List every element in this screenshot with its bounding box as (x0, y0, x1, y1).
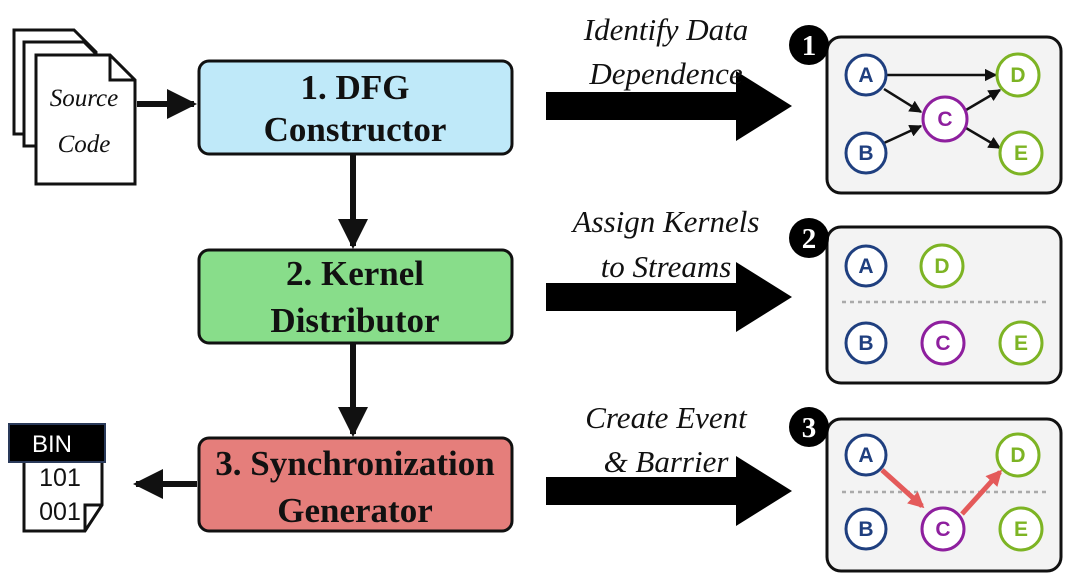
badge-2-number: 2 (802, 223, 817, 255)
step-1-line2: Constructor (264, 110, 447, 149)
panel-dfg: A B C D E (825, 35, 1063, 195)
step-2-line1: 2. Kernel (286, 254, 424, 293)
node-b-label: B (858, 332, 873, 355)
step-box-2 (197, 248, 514, 345)
node-b-label: B (858, 142, 873, 165)
node-c-label: C (935, 518, 950, 541)
badge-2: 2 (789, 218, 829, 258)
step-box-1 (197, 59, 514, 156)
node-d (995, 432, 1041, 478)
source-doc-line2: Code (58, 131, 111, 158)
bin-label: BIN (32, 431, 72, 458)
badge-3: 3 (789, 407, 829, 447)
node-b (844, 507, 888, 551)
step-2-line2: Distributor (270, 301, 439, 340)
node-b (844, 321, 888, 365)
node-d-label: D (1010, 444, 1025, 467)
node-a-label: A (858, 444, 873, 467)
caption-2-line1: Assign Kernels (571, 204, 760, 239)
bin-line2: 001 (39, 498, 81, 526)
node-c (921, 95, 969, 143)
edge-b-c (883, 124, 923, 145)
sync-arrow-a-c (880, 468, 925, 509)
node-c (920, 506, 966, 552)
node-e-label: E (1014, 518, 1028, 541)
edge-a-c (883, 87, 923, 114)
step-kernel-distributor: 2. Kernel Distributor (197, 248, 514, 345)
caption-2-line2: to Streams (601, 249, 732, 284)
node-b (844, 131, 888, 175)
badge-1: 1 (789, 25, 829, 65)
node-a-label: A (858, 64, 873, 87)
node-a (844, 244, 888, 288)
node-a-label: A (858, 255, 873, 278)
edge-c-e (965, 126, 1002, 150)
node-e (998, 506, 1044, 552)
node-a (844, 53, 888, 97)
binary-document: BIN 101 001 (8, 423, 106, 533)
node-e (998, 320, 1044, 366)
panel-sync: A D B C E (825, 417, 1063, 573)
badge-3-number: 3 (802, 412, 817, 444)
node-d-label: D (934, 255, 949, 278)
big-arrow-3 (546, 456, 792, 526)
badge-1-number: 1 (802, 30, 817, 62)
sync-arrow-c-d (960, 469, 1003, 516)
step-dfg-constructor: 1. DFG Constructor (197, 59, 514, 156)
node-d (995, 52, 1041, 98)
step-box-3 (197, 436, 514, 533)
step-3-line1: 3. Synchronization (215, 444, 494, 483)
node-e-label: E (1014, 142, 1028, 165)
step-3-line2: Generator (277, 491, 432, 530)
step-1-line1: 1. DFG (301, 68, 410, 107)
bin-line1: 101 (39, 464, 81, 492)
bin-label-box (8, 423, 106, 463)
node-c (920, 320, 966, 366)
node-e (998, 130, 1044, 176)
big-arrow-1 (546, 71, 792, 141)
node-a (844, 433, 888, 477)
caption-3-line2: & Barrier (604, 444, 730, 479)
edge-c-d (965, 88, 1002, 112)
node-d (919, 243, 965, 289)
big-arrow-2 (546, 262, 792, 332)
node-d-label: D (1010, 64, 1025, 87)
caption-3-line1: Create Event (585, 400, 748, 435)
step-synchronization-generator: 3. Synchronization Generator (197, 436, 514, 533)
caption-1-line2: Dependence (588, 56, 742, 91)
node-e-label: E (1014, 332, 1028, 355)
node-b-label: B (858, 518, 873, 541)
panel-streams: A D B C E (825, 225, 1063, 385)
node-c-label: C (937, 108, 952, 131)
node-c-label: C (935, 332, 950, 355)
caption-1-line1: Identify Data (583, 12, 748, 47)
source-code-document: Source Code (12, 28, 137, 186)
source-doc-line1: Source (50, 85, 119, 112)
